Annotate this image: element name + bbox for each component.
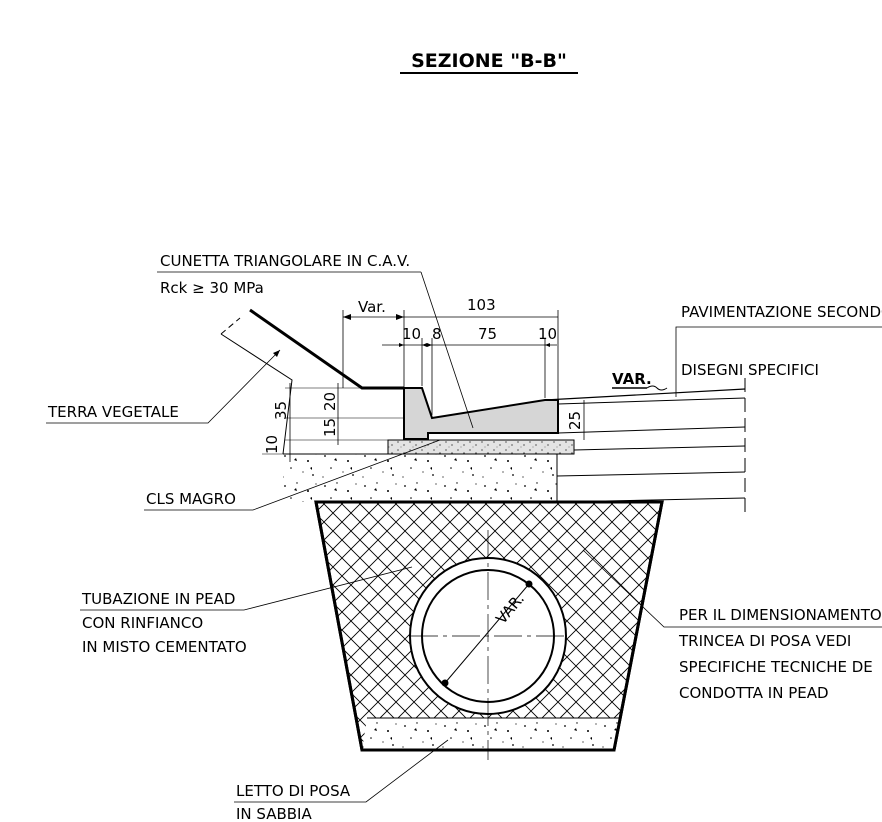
slope-line-lower [220,333,293,455]
dim-75: 75 [478,325,497,343]
dim-35: 35 [272,401,290,420]
label-pav-1: PAVIMENTAZIONE SECONDO [681,303,882,321]
label-letto-1: LETTO DI POSA [236,782,351,800]
dim-103: 103 [467,296,496,314]
dim-10-vert: 10 [263,435,281,454]
drawing-title: SEZIONE "B-B" [411,50,567,72]
label-tubazione-1: TUBAZIONE IN PEAD [81,590,235,608]
label-letto-2: IN SABBIA [236,805,312,822]
cls-magro-block [283,454,557,502]
dim-var-pavement: VAR. [612,370,652,388]
label-tubazione-3: IN MISTO CEMENTATO [82,638,247,656]
label-cls-magro: CLS MAGRO [146,490,236,508]
label-dim-4: CONDOTTA IN PEAD [679,684,829,702]
label-dim-1: PER IL DIMENSIONAMENTO [679,606,882,624]
dim-25: 25 [566,411,584,430]
label-terra-vegetale: TERRA VEGETALE [47,403,179,421]
label-cunetta-2: Rck ≥ 30 MPa [160,279,264,297]
sand-bed-pattern [362,718,620,750]
cunetta-body [403,387,559,440]
dim-10-right: 10 [538,325,557,343]
pipe-diameter-line [444,583,530,684]
dim-15: 15 [321,418,339,437]
label-cunetta-1: CUNETTA TRIANGOLARE IN C.A.V. [160,252,410,270]
pavement-top [544,388,746,401]
dim-8: 8 [432,325,442,343]
label-pav-2: DISEGNI SPECIFICI [681,361,819,379]
label-tubazione-2: CON RINFIANCO [82,614,203,632]
label-dim-3: SPECIFICHE TECNICHE DE [679,658,873,676]
dim-var-top: Var. [358,298,386,316]
dim-20: 20 [321,392,339,411]
dim-10-left: 10 [402,325,421,343]
label-dim-2: TRINCEA DI POSA VEDI [678,632,851,650]
slope-line [249,308,404,390]
